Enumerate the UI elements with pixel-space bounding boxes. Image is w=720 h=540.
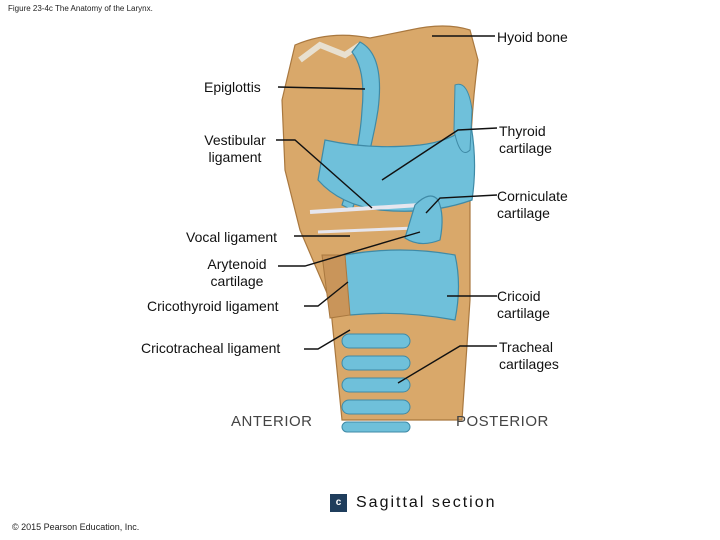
anterior-label: ANTERIOR xyxy=(231,413,313,430)
label-vestibular-ligament: Vestibular ligament xyxy=(204,132,266,165)
arytenoid-shape xyxy=(404,195,443,245)
label-arytenoid-cartilage: Arytenoid cartilage xyxy=(207,256,267,289)
label-hyoid-bone: Hyoid bone xyxy=(497,29,568,45)
hyoid-bone xyxy=(281,25,479,421)
label-cricotracheal-ligament: Cricotracheal ligament xyxy=(141,340,281,356)
tracheal-cartilages-shape xyxy=(341,333,411,433)
label-cricothyroid-ligament: Cricothyroid ligament xyxy=(147,298,279,314)
copyright-notice: © 2015 Pearson Education, Inc. xyxy=(12,522,140,532)
label-corniculate-cartilage: Corniculate cartilage xyxy=(497,188,568,221)
cricoid-cartilage-shape xyxy=(341,249,460,321)
figure-caption: Figure 23-4c The Anatomy of the Larynx. xyxy=(8,4,153,13)
panel-letter-badge: c xyxy=(330,494,347,512)
label-tracheal-cartilages: Tracheal cartilages xyxy=(499,339,559,372)
label-epiglottis: Epiglottis xyxy=(204,79,261,95)
view-title: Sagittal section xyxy=(356,494,497,511)
label-vocal-ligament: Vocal ligament xyxy=(186,229,278,245)
posterior-label: POSTERIOR xyxy=(456,413,549,430)
label-cricoid-cartilage: Cricoid cartilage xyxy=(497,288,550,321)
label-thyroid-cartilage: Thyroid cartilage xyxy=(499,123,552,156)
